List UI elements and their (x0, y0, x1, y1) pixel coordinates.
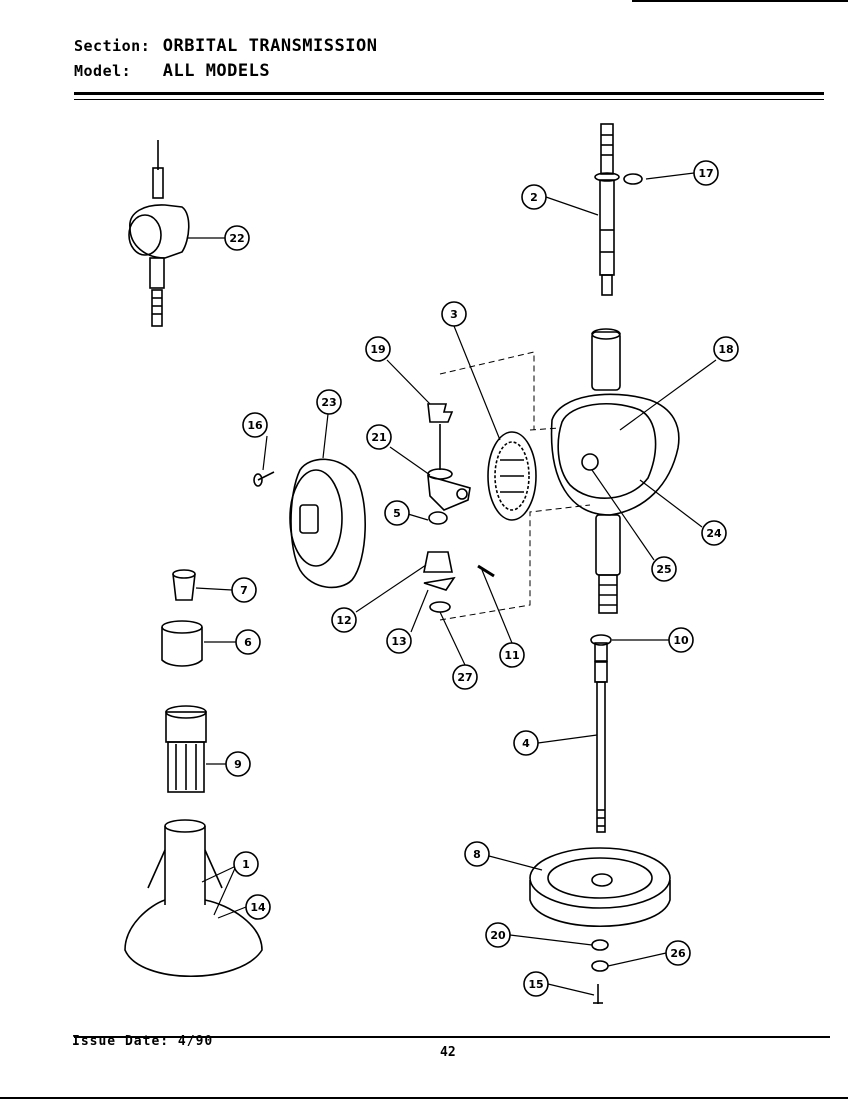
callout-4-label: 4 (522, 737, 530, 750)
callout-15: 15 (523, 971, 549, 997)
callout-8-label: 8 (473, 848, 481, 861)
callout-6-label: 6 (244, 636, 252, 649)
callout-22-label: 22 (229, 232, 244, 245)
part-21-crank-drawing (427, 424, 471, 511)
callout-6: 6 (235, 629, 261, 655)
callout-9-label: 9 (234, 758, 242, 771)
callout-18: 18 (713, 336, 739, 362)
callout-8: 8 (464, 841, 490, 867)
part-23-cover-drawing (289, 458, 366, 589)
issue-date: Issue Date: 4/90 (72, 1034, 214, 1049)
callout-24: 24 (701, 520, 727, 546)
part-26-washer-drawing (591, 960, 609, 972)
model-value: ALL MODELS (162, 61, 271, 81)
page-number: 42 (440, 1045, 456, 1060)
callout-11: 11 (499, 642, 525, 668)
part-8-pulley-drawing (529, 847, 671, 928)
part-20-washer-drawing (591, 939, 609, 951)
part-27-washer-drawing (429, 601, 451, 613)
bottom-edge-rule (0, 1097, 848, 1099)
part-24-housing-drawing (550, 328, 680, 614)
callout-13: 13 (386, 628, 412, 654)
footer-rule (74, 1036, 830, 1038)
callout-22: 22 (224, 225, 250, 251)
callout-13-label: 13 (391, 635, 406, 648)
callout-20: 20 (485, 922, 511, 948)
callout-19-label: 19 (370, 343, 385, 356)
part-17-ring-drawing (623, 173, 643, 185)
callout-7-label: 7 (240, 584, 248, 597)
callout-16-top: 16 (242, 412, 268, 438)
model-label: Model: (74, 62, 132, 80)
section-header: Section: ORBITAL TRANSMISSION (74, 36, 377, 56)
callout-1: 1 (233, 851, 259, 877)
callout-12-label: 12 (336, 614, 351, 627)
callout-3-label: 3 (450, 308, 458, 321)
callout-27: 27 (452, 664, 478, 690)
callout-25: 25 (651, 556, 677, 582)
callout-27-label: 27 (457, 671, 472, 684)
part-16-screw-drawing (253, 471, 275, 487)
callout-21-label: 21 (371, 431, 386, 444)
part-1-base-drawing (124, 819, 263, 978)
callout-10-label: 10 (673, 634, 689, 647)
callout-23: 23 (316, 389, 342, 415)
model-header: Model: ALL MODELS (74, 61, 270, 81)
callout-24-label: 24 (706, 527, 722, 540)
callout-26-label: 26 (670, 947, 686, 960)
callout-1-label: 1 (242, 858, 250, 871)
callout-14: 14 (245, 894, 271, 920)
callout-18-label: 18 (718, 343, 733, 356)
part-10-nut-drawing (590, 634, 612, 662)
section-value: ORBITAL TRANSMISSION (162, 36, 378, 56)
leader-lines (188, 172, 717, 996)
callout-7: 7 (231, 577, 257, 603)
part-2-shaft-drawing (594, 123, 620, 296)
part-13-washer-drawing (423, 576, 456, 591)
callout-4: 4 (513, 730, 539, 756)
callout-17: 17 (693, 160, 719, 186)
part-15-bolt-drawing (593, 984, 603, 1004)
callout-10: 10 (668, 627, 694, 653)
part-6-drawing (161, 620, 203, 667)
part-11-pin-drawing (477, 564, 495, 578)
part-5-bushing-drawing (428, 511, 448, 525)
callout-16-label: 16 (247, 419, 263, 432)
callout-20-label: 20 (490, 929, 506, 942)
top-edge-rule (632, 0, 848, 2)
part-9-filter-drawing (165, 705, 207, 793)
callout-14-label: 14 (250, 901, 266, 914)
callout-5: 5 (384, 500, 410, 526)
header-rule-thick (74, 92, 824, 95)
part-3-gear-drawing (487, 431, 537, 521)
part-22-assembly-drawing (128, 140, 190, 327)
callout-11-label: 11 (504, 649, 519, 662)
callout-15-label: 15 (528, 978, 543, 991)
callout-5-label: 5 (393, 507, 401, 520)
part-12-pinion-drawing (423, 551, 453, 573)
part-19-clip-drawing (427, 403, 454, 423)
callout-2-label: 2 (530, 191, 538, 204)
callout-19: 19 (365, 336, 391, 362)
callout-25-label: 25 (656, 563, 671, 576)
callout-23-label: 23 (321, 396, 336, 409)
assembly-guide-lines (439, 351, 591, 621)
callout-2: 2 (521, 184, 547, 210)
part-7-drawing (172, 569, 196, 601)
callout-26: 26 (665, 940, 691, 966)
callout-17-label: 17 (698, 167, 713, 180)
callout-12: 12 (331, 607, 357, 633)
callout-9: 9 (225, 751, 251, 777)
section-label: Section: (74, 37, 151, 55)
callout-3: 3 (441, 301, 467, 327)
callout-21: 21 (366, 424, 392, 450)
header-rule-thin (74, 99, 824, 100)
part-4-shaft-drawing (594, 661, 608, 833)
